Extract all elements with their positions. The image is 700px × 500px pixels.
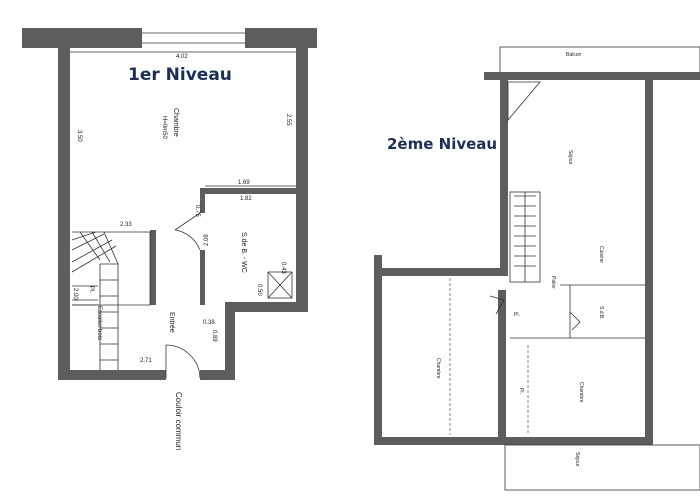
level1-height-label: H=0m50 [161, 116, 167, 140]
level1-chambre-label: Chambre [172, 108, 179, 137]
level2-wall-top [484, 72, 700, 80]
level1-sdb-wall-top [200, 188, 296, 194]
level1-wall-bottom-left [58, 370, 166, 380]
level2-door-2 [489, 295, 505, 315]
level2-chambre1-label: Chambre [435, 358, 441, 379]
level1-dim-043: 0.43 [280, 262, 286, 274]
level1-sdb-wall-left-top [200, 188, 205, 213]
level1-dim-208: 2.08 [204, 234, 210, 246]
level2-balcony-top [499, 46, 700, 75]
level1-shower-cross-2 [267, 271, 293, 299]
level1-dim-233: 2.33 [120, 222, 132, 228]
level1-entree-label: Entrée [168, 312, 175, 333]
level2-sdb-label: S.d.B. [598, 306, 604, 320]
level2-title: 2ème Niveau [387, 135, 497, 153]
level2-sejour-bottom-label: Séjour [574, 452, 580, 467]
level1-plan [22, 28, 317, 380]
level2-balcony-bottom [504, 444, 700, 491]
level1-staircase [71, 231, 151, 370]
level1-wall-top [22, 28, 142, 48]
level1-dim-left: 3.50 [76, 130, 82, 142]
level2-wall-right [645, 80, 653, 442]
level1-dim-271: 2.71 [140, 358, 152, 364]
level1-placard-label: Pl. [88, 286, 94, 293]
level1-entry-wall [150, 230, 156, 305]
level1-dim-075: 0.75 [194, 205, 200, 217]
level2-pl1-label: Pl. [514, 312, 520, 318]
level1-sdb-wall-left-bottom [200, 250, 205, 305]
level1-wall-right [296, 48, 308, 310]
level1-wall-bottom-right [200, 370, 235, 380]
level1-sdb-door [174, 212, 201, 251]
level1-dim-089: 0.89 [211, 330, 217, 342]
level2-chambre2-label: Chambre [578, 382, 584, 403]
level1-dim-182: 1.82 [240, 196, 252, 202]
level2-wall-left-upper [500, 80, 508, 270]
level2-partition-mid [498, 290, 506, 440]
level2-pl2-label: Pl. [518, 388, 524, 394]
level1-dim-038: 0.38 [203, 320, 215, 326]
level2-door-1 [569, 311, 581, 331]
level2-corner-diag [507, 81, 541, 122]
level1-wall-top-right [245, 28, 317, 48]
level1-shower [267, 271, 293, 299]
level2-cuisine-label: Cuisine [598, 246, 604, 263]
level1-sdb-label: S.de B. - WC [240, 232, 247, 273]
level2-wall-bottom [374, 437, 653, 445]
level1-escalier-label: Escalier bois [96, 306, 102, 340]
level2-sejour-top-label: Séjour [567, 150, 573, 165]
level2-staircase [509, 191, 541, 283]
level2-balcon-label: Balcon [566, 52, 582, 58]
level1-dim-169: 1.69 [238, 180, 250, 186]
level1-title: 1er Niveau [128, 65, 232, 85]
level2-wall-wing-top [374, 268, 508, 276]
level2-wall-wing-left [374, 255, 382, 445]
level1-wall-bottom-step [225, 302, 308, 312]
level1-dim-050: 0.50 [256, 284, 262, 296]
level2-palier-label: Palier [550, 276, 556, 289]
level1-wall-right-lower [225, 302, 235, 378]
level1-dim-top: 4.02 [176, 54, 188, 60]
level1-wall-left [58, 48, 70, 378]
level2-plan [374, 46, 700, 491]
level1-entry-door [165, 344, 201, 379]
level1-dim-right: 2.55 [285, 114, 291, 126]
level1-dim-200: 2.00 [72, 288, 78, 300]
level1-corridor-label: Couloir commun [174, 392, 183, 450]
